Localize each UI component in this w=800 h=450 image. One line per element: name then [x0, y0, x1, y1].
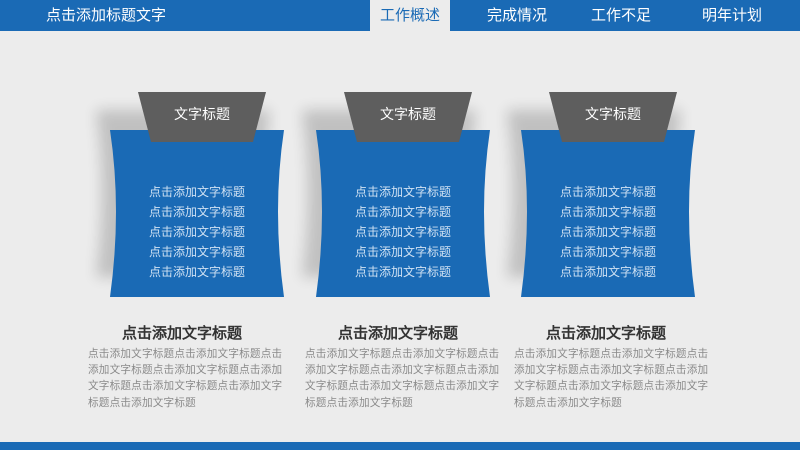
- section-title-1: 点击添加文字标题: [121, 324, 242, 342]
- card-tab-label: 文字标题: [585, 107, 641, 123]
- feature-card-2: 文字标题 点击添加文字标题 点击添加文字标题 点击添加文字标题 点击添加文字标题…: [302, 80, 498, 316]
- card-tab-label: 文字标题: [380, 107, 436, 123]
- feature-card-1: 文字标题 点击添加文字标题 点击添加文字标题 点击添加文字标题 点击添加文字标题…: [96, 80, 292, 316]
- nav-tab-completion[interactable]: 完成情况: [486, 6, 547, 24]
- card-tab-label: 文字标题: [174, 107, 230, 123]
- card-shape: [302, 92, 490, 297]
- feature-card-3: 文字标题 点击添加文字标题 点击添加文字标题 点击添加文字标题 点击添加文字标题…: [507, 80, 703, 316]
- card-text-lines: 点击添加文字标题 点击添加文字标题 点击添加文字标题 点击添加文字标题 点击添加…: [308, 182, 498, 282]
- section-title-3: 点击添加文字标题: [545, 324, 666, 342]
- card-line: 点击添加文字标题: [148, 185, 245, 199]
- section-title-2: 点击添加文字标题: [337, 324, 458, 342]
- section-body-1: 点击添加文字标题点击添加文字标题点击添加文字标题点击添加文字标题点击添加文字标题…: [88, 348, 283, 409]
- card-line: 点击添加文字标题: [148, 205, 245, 219]
- card-line: 点击添加文字标题: [148, 225, 245, 239]
- card-line: 点击添加文字标题: [354, 265, 451, 279]
- card-line: 点击添加文字标题: [354, 205, 451, 219]
- card-line: 点击添加文字标题: [559, 185, 656, 199]
- section-body-2: 点击添加文字标题点击添加文字标题点击添加文字标题点击添加文字标题点击添加文字标题…: [305, 348, 500, 409]
- bottom-bar: [0, 442, 800, 450]
- card-line: 点击添加文字标题: [559, 205, 656, 219]
- slide-title: 点击添加标题文字: [46, 6, 167, 24]
- card-shape: [96, 92, 284, 297]
- nav-tab-shortcomings[interactable]: 工作不足: [590, 6, 651, 24]
- card-line: 点击添加文字标题: [354, 185, 451, 199]
- card-line: 点击添加文字标题: [354, 245, 451, 259]
- card-line: 点击添加文字标题: [559, 245, 656, 259]
- card-text-lines: 点击添加文字标题 点击添加文字标题 点击添加文字标题 点击添加文字标题 点击添加…: [513, 182, 703, 282]
- card-line: 点击添加文字标题: [559, 225, 656, 239]
- card-text-lines: 点击添加文字标题 点击添加文字标题 点击添加文字标题 点击添加文字标题 点击添加…: [102, 182, 292, 282]
- top-bar: 点击添加标题文字 工作概述 完成情况 工作不足 明年计划: [0, 0, 800, 31]
- nav-tab-next-year-plan[interactable]: 明年计划: [701, 6, 762, 24]
- card-line: 点击添加文字标题: [354, 225, 451, 239]
- section-body-3: 点击添加文字标题点击添加文字标题点击添加文字标题点击添加文字标题点击添加文字标题…: [514, 348, 709, 409]
- card-shape: [507, 92, 695, 297]
- nav-tab-work-overview[interactable]: 工作概述: [370, 0, 450, 31]
- card-line: 点击添加文字标题: [559, 265, 656, 279]
- card-line: 点击添加文字标题: [148, 265, 245, 279]
- card-line: 点击添加文字标题: [148, 245, 245, 259]
